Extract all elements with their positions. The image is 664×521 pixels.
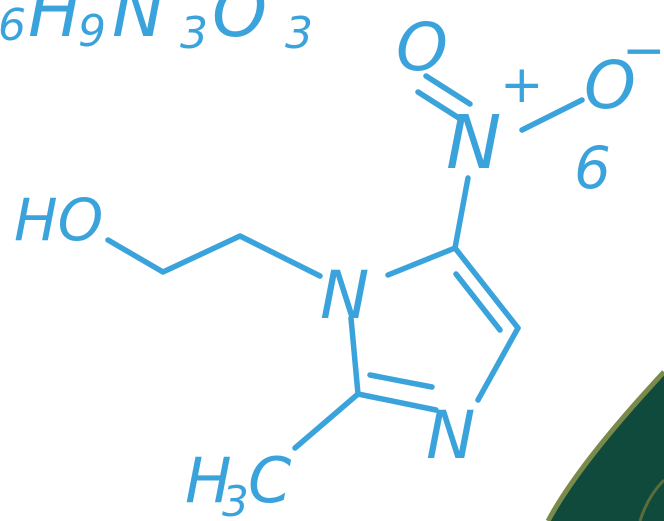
ring-bond-c4-n3 xyxy=(475,325,521,403)
nitro-o-double-label: O xyxy=(396,9,448,86)
ring-bond-c5-c4-inner xyxy=(453,271,503,333)
ring-bond-n1-c5 xyxy=(385,245,458,278)
ethyl-chain-bond xyxy=(105,233,323,279)
formula-c-subscript: 6 xyxy=(0,0,26,51)
methyl-subscript: 3 xyxy=(222,477,249,521)
nitro-double-bond-a xyxy=(423,73,473,107)
panel-detail xyxy=(638,478,664,521)
formula-n: N xyxy=(112,0,164,53)
ring-bond-c2-n3-inner xyxy=(367,372,435,390)
nitro-attach-bond xyxy=(452,175,471,251)
nitro-n-label: N xyxy=(446,100,501,186)
atom-labels: HO N N N + O O − 6 H 3 C xyxy=(14,9,664,521)
nitro-plus-label: + xyxy=(500,55,544,115)
methyl-c-label: C xyxy=(248,444,292,517)
nitro-minus-label: − xyxy=(622,21,664,81)
formula-h-subscript: 9 xyxy=(78,6,106,57)
nitro-o-single-label: O xyxy=(584,47,636,124)
ring-n1-label: N xyxy=(320,257,369,334)
nitro-double-bond-b xyxy=(415,89,465,123)
ring-bond-c5-c4 xyxy=(452,245,521,331)
ring-bond-n1-c2 xyxy=(348,315,361,397)
bonds xyxy=(105,73,585,451)
nitro-single-bond xyxy=(519,97,585,133)
panel-edge xyxy=(545,370,664,521)
ring-bond-c2-n3 xyxy=(355,391,439,413)
formula-o-subscript: 3 xyxy=(285,8,313,59)
formula-h: H xyxy=(28,0,81,53)
molecular-formula: 6 H 9 N 3 O 3 xyxy=(0,0,313,59)
hydroxyl-label: HO xyxy=(14,186,103,254)
methyl-bond xyxy=(292,391,361,451)
methyl-h-label: H xyxy=(185,444,232,517)
dark-green-panel xyxy=(548,372,664,521)
stray-digit: 6 xyxy=(574,134,611,202)
formula-n-subscript: 3 xyxy=(180,8,208,59)
ring-n3-label: N xyxy=(426,397,475,474)
formula-o: O xyxy=(212,0,267,53)
